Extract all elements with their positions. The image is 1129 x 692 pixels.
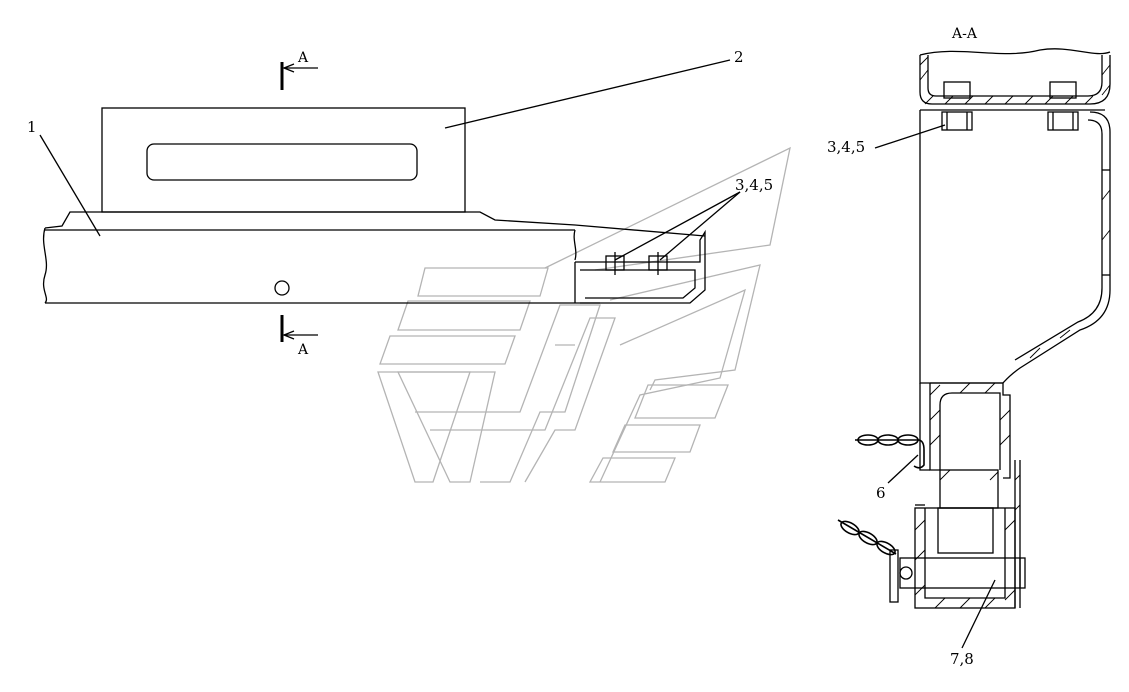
label-parts-345-right: 3,4,5 [827, 138, 865, 156]
leader-2 [444, 59, 731, 129]
leader-345-right [874, 124, 946, 149]
hatching [914, 56, 1111, 609]
leader-6 [887, 454, 919, 484]
seat-block [101, 107, 466, 213]
beam-hole [274, 280, 290, 296]
leader-1 [39, 134, 101, 237]
pin-hole [899, 566, 913, 580]
top-break [919, 48, 1111, 56]
section-view-a-a [837, 48, 1111, 649]
watermark-logo [377, 146, 791, 483]
pin [899, 557, 1026, 589]
leader-345-a [614, 191, 741, 261]
section-letter-top: A [297, 50, 309, 66]
label-parts-78: 7,8 [950, 650, 974, 668]
break-line-right [573, 229, 577, 261]
label-parts-345-left: 3,4,5 [735, 176, 773, 194]
section-view-title: A-A [951, 26, 978, 42]
side-view [39, 59, 741, 342]
label-part-6: 6 [876, 484, 886, 502]
lower-box [929, 383, 1001, 471]
chain-lower [837, 519, 897, 556]
nut-1 [941, 111, 973, 131]
pin-ring [889, 549, 899, 603]
nut-2 [1047, 111, 1079, 131]
plate-profile [44, 211, 706, 237]
break-line-left [42, 227, 48, 304]
section-letter-bottom: A [297, 342, 309, 358]
leader-78 [961, 579, 996, 649]
label-part-1: 1 [27, 118, 37, 136]
seat-top [919, 55, 1111, 105]
leader-345-b [659, 191, 741, 261]
chain-upper [855, 434, 925, 469]
seat-slot [146, 143, 418, 181]
bracket-outer [575, 229, 706, 304]
body-outer [919, 110, 1011, 479]
label-part-2: 2 [734, 48, 744, 66]
